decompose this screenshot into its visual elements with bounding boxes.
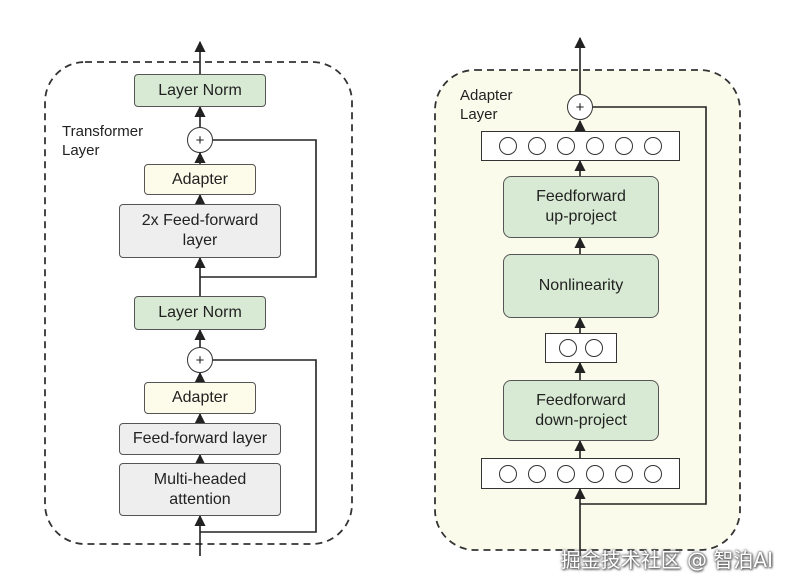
neuron-unit [499,464,517,483]
layer-norm-bottom: Layer Norm [134,296,266,330]
neuron-unit [557,464,575,483]
neuron-unit [644,137,662,155]
neuron-unit [586,137,604,155]
neuron-unit [558,339,577,357]
layer-norm-top: Layer Norm [134,74,266,107]
adapter-residual-sum: + [567,94,593,120]
neuron-unit [615,137,633,155]
output-vector [481,131,680,161]
residual-sum-top: + [187,127,213,153]
neuron-unit [499,137,517,155]
watermark: 掘金技术社区 @ 智泊AI [560,548,773,572]
transformer-layer-frame [44,61,353,545]
neuron-unit [585,339,604,357]
adapter-layer-label: Adapter Layer [460,87,513,123]
residual-sum-bottom: + [187,347,213,373]
neuron-unit [528,464,546,483]
left-skip-upper [200,139,317,278]
transformer-layer-label: Transformer Layer [62,123,144,159]
feedforward-up-project: Feedforward up-project [503,176,659,238]
neuron-unit [644,464,662,483]
neuron-unit [586,464,604,483]
right-skip [580,106,707,505]
feed-forward-layer: Feed-forward layer [119,423,281,455]
multi-headed-attention: Multi-headed attention [119,463,281,516]
adapter-bottom: Adapter [144,382,256,414]
bottleneck-vector [545,333,617,363]
nonlinearity: Nonlinearity [503,254,659,318]
feed-forward-2x: 2x Feed-forward layer [119,204,281,258]
neuron-unit [528,137,546,155]
feedforward-down-project: Feedforward down-project [503,380,659,441]
neuron-unit [557,137,575,155]
left-skip-lower [200,359,317,533]
input-vector [481,458,680,489]
adapter-top: Adapter [144,164,256,195]
neuron-unit [615,464,633,483]
